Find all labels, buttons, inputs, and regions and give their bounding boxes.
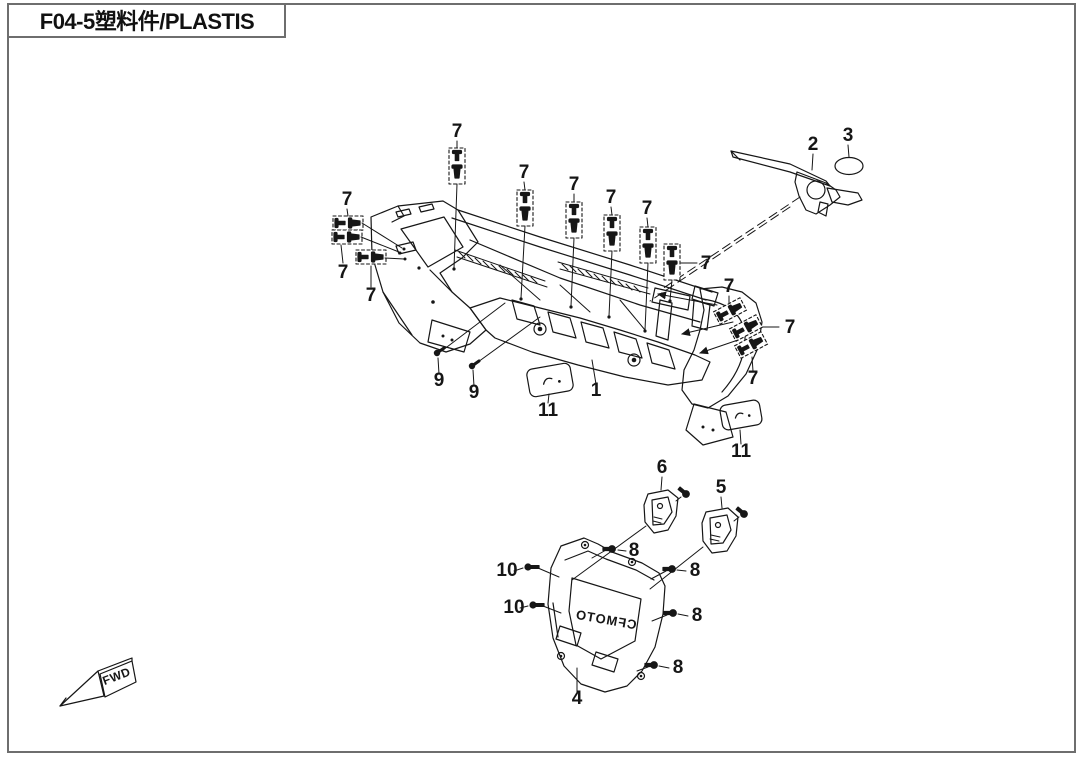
callout-7-top-4: 7 <box>606 187 617 208</box>
part-3-oval-pad <box>834 156 864 176</box>
callout-11-2: 11 <box>731 441 752 462</box>
leader-lines <box>340 140 850 693</box>
part-2-corner-bracket <box>730 150 863 217</box>
clip-7-top-1 <box>448 147 466 185</box>
callout-9-1: 9 <box>434 370 445 391</box>
screw-10-2 <box>529 601 545 609</box>
callout-11-1: 11 <box>538 400 559 421</box>
callout-7-top-6: 7 <box>701 253 712 274</box>
callout-7-right-1: 7 <box>724 276 735 297</box>
callout-7-top-1: 7 <box>452 121 463 142</box>
callout-7-left-3: 7 <box>366 285 377 306</box>
callout-8-4: 8 <box>673 657 684 678</box>
callout-10-2: 10 <box>503 597 524 618</box>
callout-8-1: 8 <box>629 540 640 561</box>
page-title: F04-5塑料件/PLASTIS <box>40 9 254 34</box>
part-6-bracket <box>643 489 679 534</box>
clip-7-left-3 <box>355 249 387 265</box>
clip-7-left-1 <box>332 215 364 231</box>
clip-7-top-2 <box>516 189 534 227</box>
callout-7-right-3: 7 <box>748 368 759 389</box>
title-box <box>7 3 286 38</box>
callout-7-top-5: 7 <box>642 198 653 219</box>
part-5-bracket <box>701 507 739 554</box>
page-border <box>7 3 1076 753</box>
callout-7-right-2: 7 <box>785 317 796 338</box>
clip-7-left-2 <box>331 229 363 245</box>
part-11-reflector-left <box>526 362 574 398</box>
clip-7-right-1 <box>712 297 748 325</box>
clip-7-top-5 <box>639 226 657 264</box>
callout-8-2: 8 <box>690 560 701 581</box>
callout-8-3: 8 <box>692 605 703 626</box>
part-2-mount-leader <box>649 196 801 302</box>
part-11-reflector-right <box>719 399 763 431</box>
callout-2: 2 <box>808 134 819 155</box>
callout-6: 6 <box>657 457 668 478</box>
callout-3: 3 <box>843 125 854 146</box>
part-4-logo-text: CFMOTO <box>574 607 638 633</box>
clip-7-top-4 <box>603 214 621 252</box>
screw-8-1 <box>602 545 616 553</box>
clip-7-top-3 <box>565 201 583 239</box>
callout-7-top-3: 7 <box>569 174 580 195</box>
fwd-arrow <box>59 657 137 707</box>
callout-10-1: 10 <box>496 560 517 581</box>
screw-10-1 <box>524 563 540 571</box>
callout-7-left-1: 7 <box>342 189 353 210</box>
screw-part6 <box>676 485 692 500</box>
callout-1: 1 <box>591 380 602 401</box>
callout-7-top-2: 7 <box>519 162 530 183</box>
clip-7-top-6 <box>663 243 681 281</box>
callout-5: 5 <box>716 477 727 498</box>
callout-9-2: 9 <box>469 382 480 403</box>
callout-7-left-2: 7 <box>338 262 349 283</box>
callout-4: 4 <box>572 688 583 709</box>
